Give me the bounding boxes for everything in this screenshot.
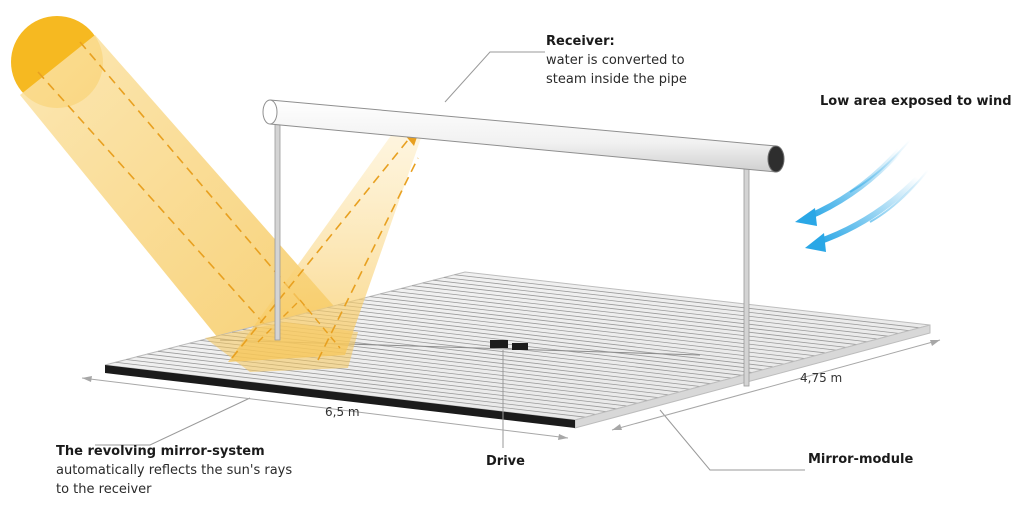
mirror-system-label-line1: automatically reflects the sun's rays — [56, 463, 293, 478]
mirror-stripe — [147, 353, 617, 410]
mirror-stripe — [454, 274, 920, 329]
mirror-stripe — [412, 285, 878, 340]
mirror-system-label-title: The revolving mirror-system — [56, 444, 265, 459]
drive-unit — [490, 340, 508, 348]
mirror-stripe — [380, 293, 847, 348]
mirror-stripe — [422, 282, 889, 337]
mirror-stripe — [433, 279, 899, 334]
reflected-ray-1 — [231, 139, 409, 359]
mirror-stripe — [401, 288, 868, 343]
receiver-label-line2: steam inside the pipe — [546, 72, 687, 87]
mirror-stripe — [327, 307, 795, 362]
mirror-module-front-edge — [105, 365, 575, 428]
reflected-ray-2 — [317, 157, 419, 361]
support-post-right — [743, 167, 750, 387]
mirror-module-leader-line — [659, 409, 805, 471]
width-dimension-line — [611, 339, 941, 431]
mirror-stripe — [115, 361, 586, 418]
mirror-stripe — [126, 359, 596, 415]
wind-label: Low area exposed to wind — [820, 92, 1012, 111]
length-dimension-line — [81, 376, 569, 440]
receiver-label-line1: water is converted to — [546, 53, 685, 68]
drive-label: Drive — [486, 452, 525, 471]
mirror-stripe — [306, 312, 774, 368]
wind-arrows-icon — [795, 139, 929, 252]
incoming-sunbeam — [20, 35, 355, 365]
receiver-label: Receiver: water is converted to steam in… — [546, 32, 687, 89]
mirror-module-label-title: Mirror-module — [808, 452, 914, 467]
mirror-stripe — [316, 309, 784, 365]
receiver-pipe — [262, 99, 785, 173]
mirror-system-label: The revolving mirror-system automaticall… — [56, 442, 292, 499]
incoming-ray-1 — [37, 71, 284, 346]
support-post-left — [274, 119, 281, 341]
mirror-stripe — [136, 356, 607, 413]
mirror-stripe — [295, 315, 763, 371]
mirror-stripe — [390, 290, 857, 345]
mirror-module-label: Mirror-module — [808, 450, 913, 469]
receiver-label-title: Receiver: — [546, 34, 615, 49]
mirror-stripe — [369, 296, 837, 351]
mirror-stripe — [443, 277, 910, 331]
wind-label-title: Low area exposed to wind — [820, 94, 1012, 109]
cross-ray-2 — [299, 299, 341, 349]
mirror-stripe — [337, 304, 805, 359]
mirror-system-leader-line — [95, 397, 251, 446]
width-dimension-label: 4,75 m — [800, 371, 843, 385]
mirror-stripe — [348, 301, 816, 357]
drive-label-title: Drive — [486, 454, 525, 469]
mirror-stripes — [115, 274, 920, 418]
drive-unit-2 — [512, 343, 528, 350]
receiver-leader-line — [444, 51, 545, 103]
mirror-system-label-line2: to the receiver — [56, 482, 152, 497]
length-dimension-label: 6,5 m — [325, 405, 360, 419]
